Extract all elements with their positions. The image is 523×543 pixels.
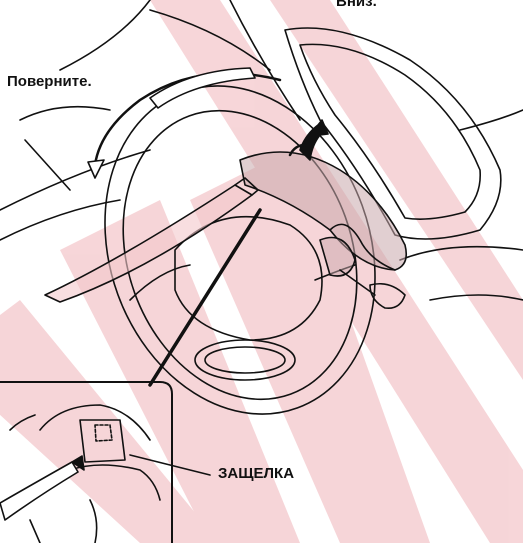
turn-label: Поверните. <box>7 74 92 89</box>
dashboard-line <box>0 150 150 210</box>
inset-line <box>30 520 40 543</box>
down-label: Вниз. <box>336 0 377 9</box>
dashboard-line <box>60 0 150 70</box>
dashboard-line <box>460 110 523 130</box>
inset-line <box>90 500 97 543</box>
dashboard-line <box>230 0 300 120</box>
spoke-left <box>130 265 190 300</box>
inset-tool <box>0 462 78 520</box>
stalk-arm <box>340 270 375 295</box>
dashboard-line <box>20 107 110 120</box>
dashboard-line <box>400 247 523 260</box>
inset-latch-dash <box>95 425 112 441</box>
latch-label: ЗАЩЕЛКА <box>218 466 294 481</box>
steering-hub <box>175 217 322 340</box>
inset-line <box>10 415 35 430</box>
dashboard-line <box>0 200 120 240</box>
dashboard-line <box>430 295 523 300</box>
dashboard-line <box>25 140 70 190</box>
horn-pad <box>195 340 295 380</box>
horn-pad-inner <box>205 347 285 373</box>
rotate-arrow-head <box>88 160 104 178</box>
